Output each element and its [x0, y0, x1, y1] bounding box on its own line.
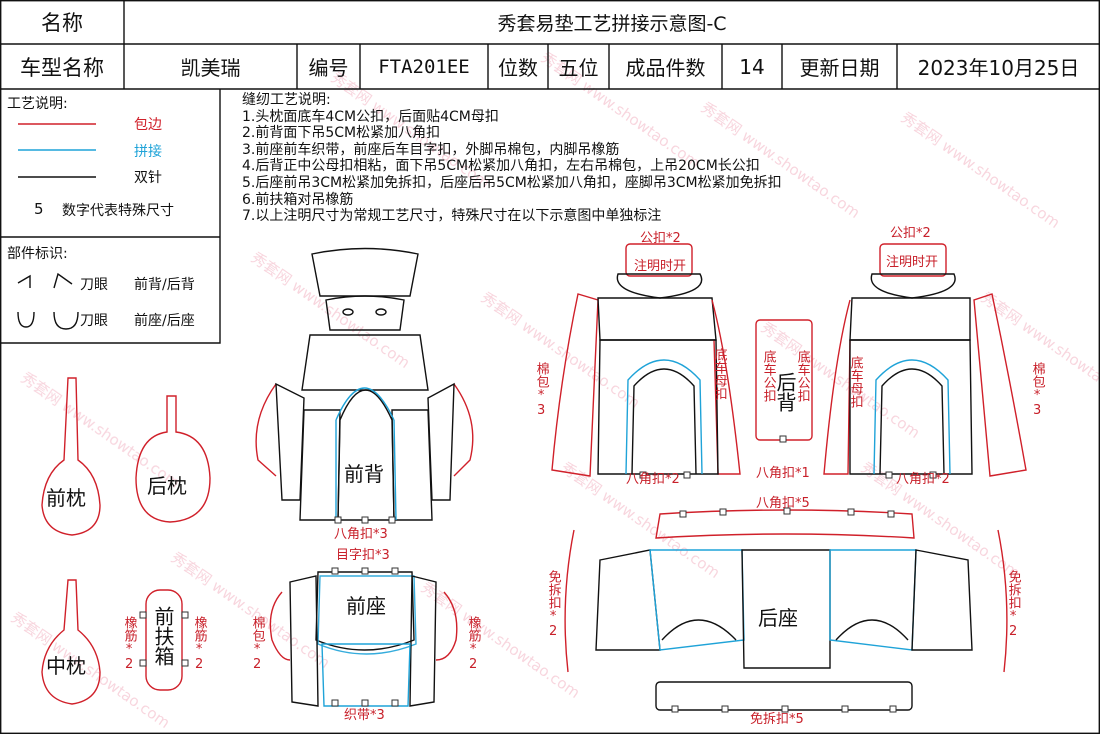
headrest-left-note: 注明时开: [634, 259, 687, 274]
svg-text:秀套网 www.showtao.com: 秀套网 www.showtao.com: [8, 609, 174, 732]
date-value: 2023年10月25日: [917, 56, 1080, 80]
pillow-pieces: [41, 377, 211, 705]
sewing-note-7: 7.以上注明尺寸为常规工艺尺寸，特殊尺寸在以下示意图中单独标注: [242, 208, 662, 225]
rear-back-mid-bottom: 八角扣*1: [756, 466, 810, 481]
front-seat-right-note: 橡筋*2: [465, 616, 481, 672]
sewing-note-2: 2.前背面下吊5CM松紧加八角扣: [242, 125, 441, 142]
front-seat-left-note: 棉包*2: [249, 616, 265, 672]
parts-label: 成品件数: [625, 56, 706, 80]
knife-mark-text-2: 刀眼: [80, 313, 108, 329]
knife-mark-back-label: 前背/后背: [134, 277, 195, 293]
tick-marks: [139, 435, 937, 713]
armrest-left-note: 橡筋*2: [121, 616, 137, 672]
sewing-note-1: 1.头枕面底车4CM公扣，后面贴4CM母扣: [242, 108, 499, 125]
rear-back-right-note: 底车母扣: [847, 356, 863, 408]
rear-seat-bottom-note: 免拆扣*5: [750, 712, 804, 727]
rear-seat-right-note: 免拆扣*2: [1005, 570, 1021, 639]
front-armrest-label: 前扶箱: [151, 606, 175, 666]
knife-mark-symbols: [17, 272, 79, 330]
svg-text:秀套网 www.showtao.com: 秀套网 www.showtao.com: [248, 249, 414, 372]
front-seat-piece: [269, 571, 458, 707]
sewing-note-4: 4.后背正中公母扣相粘，面下吊5CM松紧加八角扣，左右吊棉包，上吊20CM长公扣: [242, 158, 760, 175]
front-back-label: 前背: [344, 462, 384, 486]
sewing-note-3: 3.前座前车织带，前座后车目字扣，外脚吊棉包，内脚吊橡筋: [242, 141, 620, 158]
legend-special-num: 5: [34, 200, 44, 218]
model-value: 凯美瑞: [180, 56, 241, 80]
seat-label: 位数: [498, 56, 538, 80]
date-label: 更新日期: [799, 56, 880, 80]
sewing-notes-title: 缝纫工艺说明:: [242, 92, 331, 108]
mid-pillow-label: 中枕: [46, 654, 86, 678]
knife-mark-text: 刀眼: [80, 277, 108, 293]
model-label: 车型名称: [20, 55, 104, 80]
rear-back-left-cotton: 棉包*3: [533, 362, 549, 418]
rear-back-left-bottom: 八角扣*2: [626, 472, 680, 487]
name-label: 名称: [41, 11, 83, 35]
rear-seat-left-note: 免拆扣*2: [545, 570, 561, 639]
rear-seat-label: 后座: [758, 606, 798, 630]
parts-value: 14: [739, 54, 765, 79]
front-seat-bottom-note: 织带*3: [344, 708, 385, 723]
headrest-right-top: 公扣*2: [890, 226, 931, 241]
legend-lines: [18, 123, 96, 178]
sewing-note-5: 5.后座前吊3CM松紧加免拆扣，后座后吊5CM松紧加八角扣，座脚吊3CM松紧加免…: [242, 174, 782, 191]
rear-back-label: 后背: [773, 372, 797, 412]
knife-mark-seat-label: 前座/后座: [134, 313, 195, 329]
front-pillow-label: 前枕: [46, 486, 86, 510]
front-seat-top-note: 目字扣*3: [336, 548, 390, 563]
page-title: 秀套易垫工艺拼接示意图-C: [497, 12, 727, 35]
legend-double-label: 双针: [134, 170, 162, 186]
headrest-right-note: 注明时开: [886, 255, 939, 270]
front-seat-label: 前座: [346, 594, 386, 618]
legend-special-label: 数字代表特殊尺寸: [62, 203, 174, 219]
sewing-note-6: 6.前扶箱对吊橡筋: [242, 191, 354, 208]
headrest-left-top: 公扣*2: [640, 231, 681, 246]
sewing-notes: 缝纫工艺说明: 1.头枕面底车4CM公扣，后面贴4CM母扣 2.前背面下吊5CM…: [242, 92, 782, 225]
svg-text:秀套网 www.showtao.com: 秀套网 www.showtao.com: [898, 109, 1064, 232]
rear-back-mid-right-note: 底车公扣: [794, 350, 810, 402]
rear-back-right-bottom: 八角扣*2: [896, 472, 950, 487]
rear-back-right-cotton: 棉包*3: [1029, 362, 1045, 418]
legend-edge-label: 包边: [134, 117, 162, 133]
code-value: FTA201EE: [378, 55, 470, 78]
rear-pillow-label: 后枕: [147, 474, 187, 498]
code-label: 编号: [308, 56, 349, 80]
rear-back-mid-left-note: 底车公扣: [760, 350, 776, 402]
legend-title: 工艺说明:: [7, 96, 68, 112]
seat-value: 五位: [558, 56, 599, 80]
legend-join-label: 拼接: [134, 144, 162, 160]
parts-legend-title: 部件标识:: [7, 246, 68, 262]
armrest-right-note: 橡筋*2: [191, 616, 207, 672]
rear-back-pieces: [551, 293, 1027, 477]
rear-seat-top-note: 八角扣*5: [756, 496, 810, 511]
rear-back-left-note: 底车母扣: [711, 348, 727, 400]
front-back-bottom-note: 八角扣*3: [334, 527, 388, 542]
